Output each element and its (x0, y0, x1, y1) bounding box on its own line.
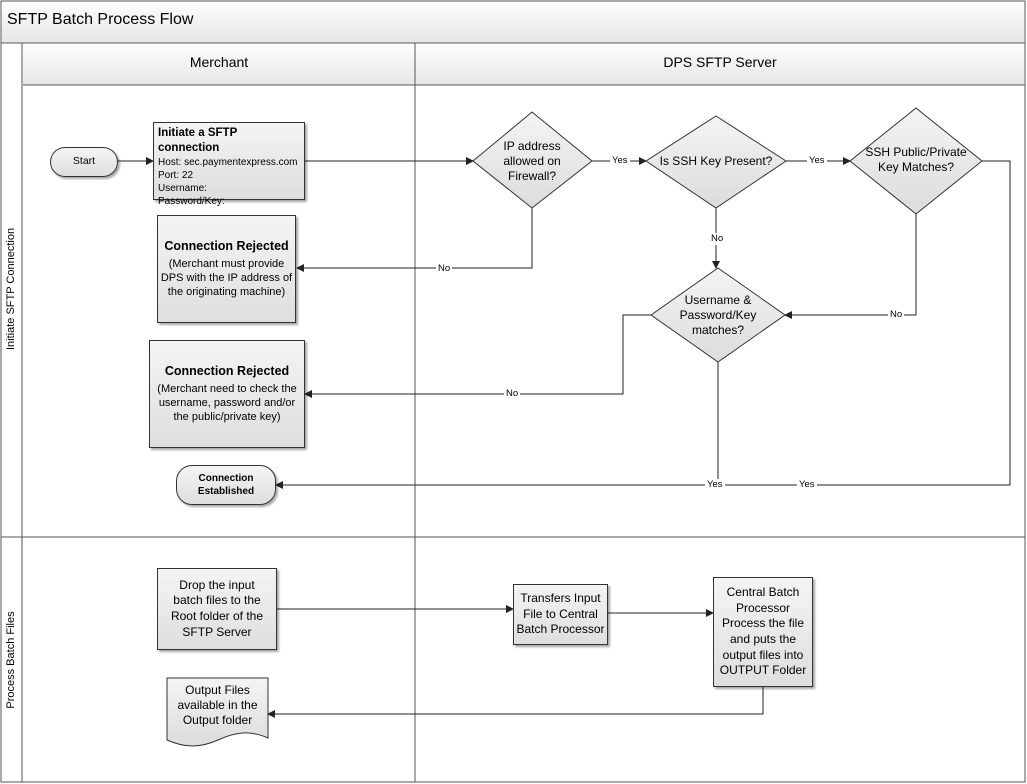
ip-check-label: IP address allowed on Firewall? (482, 135, 582, 187)
rejected-ip-title: Connection Rejected (164, 239, 289, 254)
ssh-key-present-label: Is SSH Key Present? (659, 153, 773, 168)
edge-ssh-match-yes (718, 160, 1011, 486)
rejected-creds-title: Connection Rejected (164, 364, 290, 379)
initiate-title: Initiate a SFTP connection (158, 127, 238, 154)
edge-label-user-yes: Yes (705, 479, 725, 491)
edge-label-ssh-present-yes: Yes (807, 155, 827, 167)
initiate-password: Password/Key: (158, 195, 225, 207)
central-line: Central Batch (726, 585, 800, 600)
initiate-port: Port: 22 (158, 169, 194, 181)
central-line: Processor (735, 600, 791, 615)
lane-header-dps-sftp-server: DPS SFTP Server (663, 54, 777, 70)
output-line: Output folder (182, 712, 253, 727)
central-line: Process the file (721, 616, 805, 631)
edge-label-user-no: No (504, 388, 521, 400)
diagram-title: SFTP Batch Process Flow (7, 11, 194, 28)
edge-label-ip-yes: Yes (610, 155, 630, 167)
drop-line: SFTP Server (182, 624, 252, 639)
edge-label-key-yes: Yes (797, 479, 817, 491)
phase-label-process: Process Batch Files (5, 611, 17, 709)
connection-rejected-ip-box: Connection Rejected (Merchant must provi… (157, 215, 296, 323)
output-line: Output Files (185, 682, 250, 697)
edge-user-no (304, 314, 651, 398)
ip-check-line: IP address (503, 138, 561, 153)
connection-rejected-creds-box: Connection Rejected (Merchant need to ch… (149, 340, 305, 448)
transfer-line: Transfers Input (520, 591, 601, 606)
central-line: and puts the (729, 632, 797, 646)
rejected-creds-line: username, password and/or (158, 396, 296, 409)
drop-line: batch files to the (173, 593, 261, 608)
ssh-key-match-label: SSH Public/Private Key Matches? (852, 142, 980, 178)
lane-header-bar (23, 44, 1024, 85)
output-files-label: Output Files available in the Output fol… (167, 680, 268, 730)
drop-input-files-box: Drop the input batch files to the Root f… (157, 568, 277, 650)
output-line: available in the (177, 697, 258, 712)
edge-ssh-match-no (784, 214, 917, 319)
initiate-host: Host: sec.paymentexpress.com (158, 156, 298, 168)
rejected-creds-line: (Merchant need to check the (157, 382, 297, 395)
edge-label-ip-no: No (436, 263, 453, 275)
ssh-key-match-line: Key Matches? (877, 160, 955, 174)
ip-check-line: allowed on (503, 153, 561, 168)
title-bar (2, 2, 1024, 43)
user-pass-match-label: Username & Password/Key matches? (668, 288, 768, 342)
initiate-connection-box: Initiate a SFTP connection Host: sec.pay… (153, 122, 305, 207)
rejected-ip-line: DPS with the IP address of (160, 271, 293, 284)
central-line: output files into (722, 647, 804, 662)
edge-label-ssh-present-no: No (709, 233, 726, 245)
central-line: OUTPUT Folder (719, 663, 807, 678)
established-line: Connection (198, 473, 254, 484)
phase-label-initiate: Initiate SFTP Connection (5, 227, 17, 350)
edge-ip-no (296, 208, 533, 272)
edge-central-to-output (267, 687, 764, 718)
transfer-line: Batch Processor (516, 622, 605, 637)
user-pass-line: Password/Key (679, 307, 757, 322)
start-terminator: Start (50, 147, 118, 177)
central-batch-processor-box: Central Batch Processor Process the file… (713, 577, 813, 687)
rejected-ip-line: (Merchant must provide (168, 257, 285, 270)
edge-label-ssh-match-no: No (888, 309, 905, 321)
lane-header-merchant: Merchant (189, 54, 249, 70)
output-files-document (166, 677, 269, 747)
drop-line: Drop the input (179, 577, 255, 592)
transfer-line: File to Central (523, 606, 598, 621)
drop-line: Root folder of the (170, 609, 264, 623)
connection-established-terminator: Connection Established (176, 465, 276, 505)
user-pass-line: matches? (691, 322, 745, 337)
established-line: Established (197, 486, 255, 497)
initiate-username: Username: (158, 182, 207, 194)
transfer-input-file-box: Transfers Input File to Central Batch Pr… (513, 584, 608, 645)
ssh-key-match-line: SSH Public/Private (865, 145, 967, 159)
rejected-ip-line: the originating machine) (167, 286, 286, 299)
rejected-creds-line: the public/private key) (173, 411, 281, 424)
ip-check-line: Firewall? (507, 168, 556, 183)
user-pass-line: Username & (684, 292, 752, 307)
